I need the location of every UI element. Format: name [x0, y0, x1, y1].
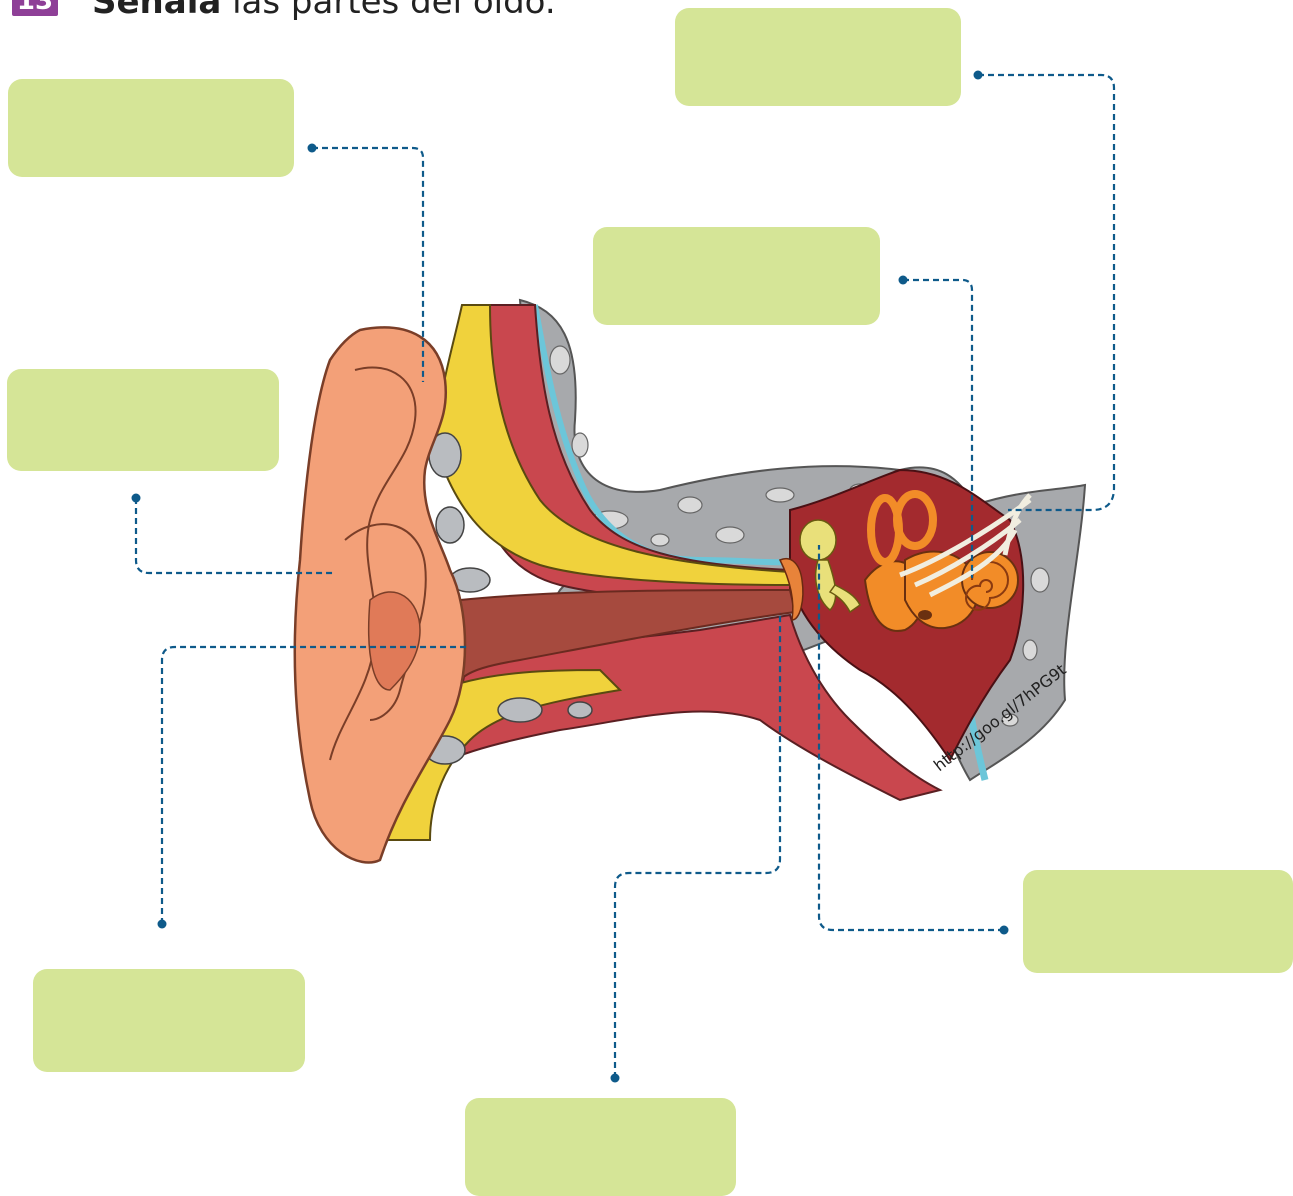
label-box-bottom-right[interactable] — [1023, 870, 1293, 973]
label-input[interactable] — [1033, 880, 1287, 965]
label-box-bottom-center[interactable] — [465, 1098, 736, 1196]
label-box-top-right[interactable] — [675, 8, 961, 106]
label-box-top-left[interactable] — [8, 79, 294, 177]
leader-line-2 — [978, 75, 1114, 510]
label-input[interactable] — [603, 237, 874, 317]
label-box-middle-right[interactable] — [593, 227, 880, 325]
label-box-middle-left[interactable] — [7, 369, 279, 471]
label-input[interactable] — [17, 379, 273, 463]
label-box-bottom-left[interactable] — [33, 969, 305, 1072]
label-input[interactable] — [475, 1108, 730, 1188]
label-input[interactable] — [43, 979, 299, 1064]
label-input[interactable] — [685, 18, 955, 98]
label-input[interactable] — [18, 89, 288, 169]
